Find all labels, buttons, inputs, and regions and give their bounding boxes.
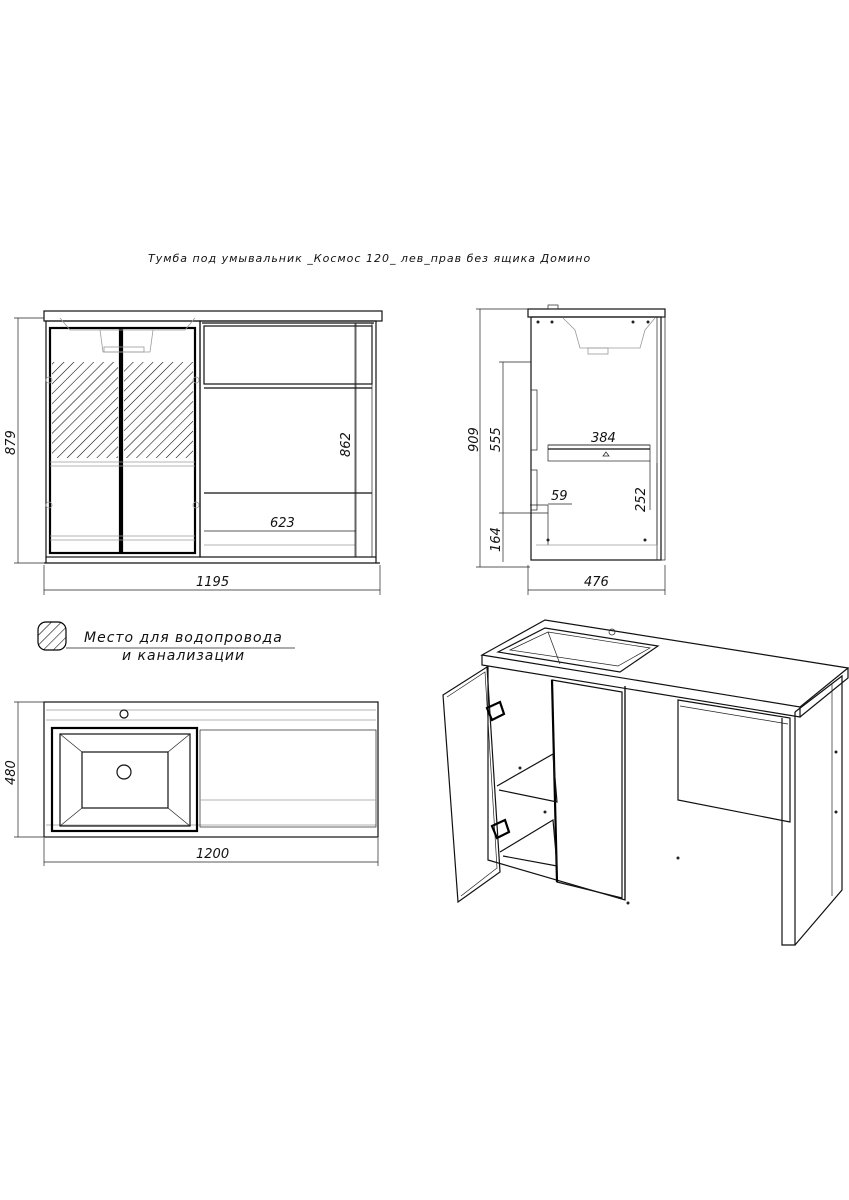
- legend-line1: Место для водопровода: [84, 630, 283, 646]
- legend-hatch-swatch: [37, 621, 67, 651]
- side-shelf-gap-label: 252: [634, 487, 649, 512]
- top-view: 480 1200: [4, 701, 379, 866]
- top-width-label: 1200: [196, 847, 229, 862]
- side-view: 909 555 164 384 252 59 476: [467, 304, 666, 595]
- plumbing-area-left: [52, 362, 118, 458]
- drawing-title: Тумба под умывальник _Космос 120_ лев_пр…: [148, 252, 591, 265]
- side-height-label: 909: [467, 427, 482, 452]
- side-upper-label: 555: [489, 427, 504, 452]
- isometric-view: [442, 619, 849, 946]
- front-view: 879 862 623 1195: [4, 310, 383, 595]
- front-width-label: 1195: [196, 575, 229, 590]
- legend: Место для водопровода и канализации: [37, 621, 295, 664]
- side-bottom-label: 164: [489, 527, 504, 552]
- front-height-label: 879: [4, 430, 19, 455]
- plumbing-area-right: [124, 362, 193, 458]
- side-shelf-depth-label: 384: [591, 431, 616, 446]
- top-depth-label: 480: [4, 760, 19, 785]
- legend-line2: и канализации: [122, 648, 245, 664]
- front-open-width-label: 623: [270, 516, 295, 531]
- front-inner-height-label: 862: [339, 432, 354, 457]
- side-depth-label: 476: [584, 575, 609, 590]
- side-plinth-label: 59: [551, 489, 568, 504]
